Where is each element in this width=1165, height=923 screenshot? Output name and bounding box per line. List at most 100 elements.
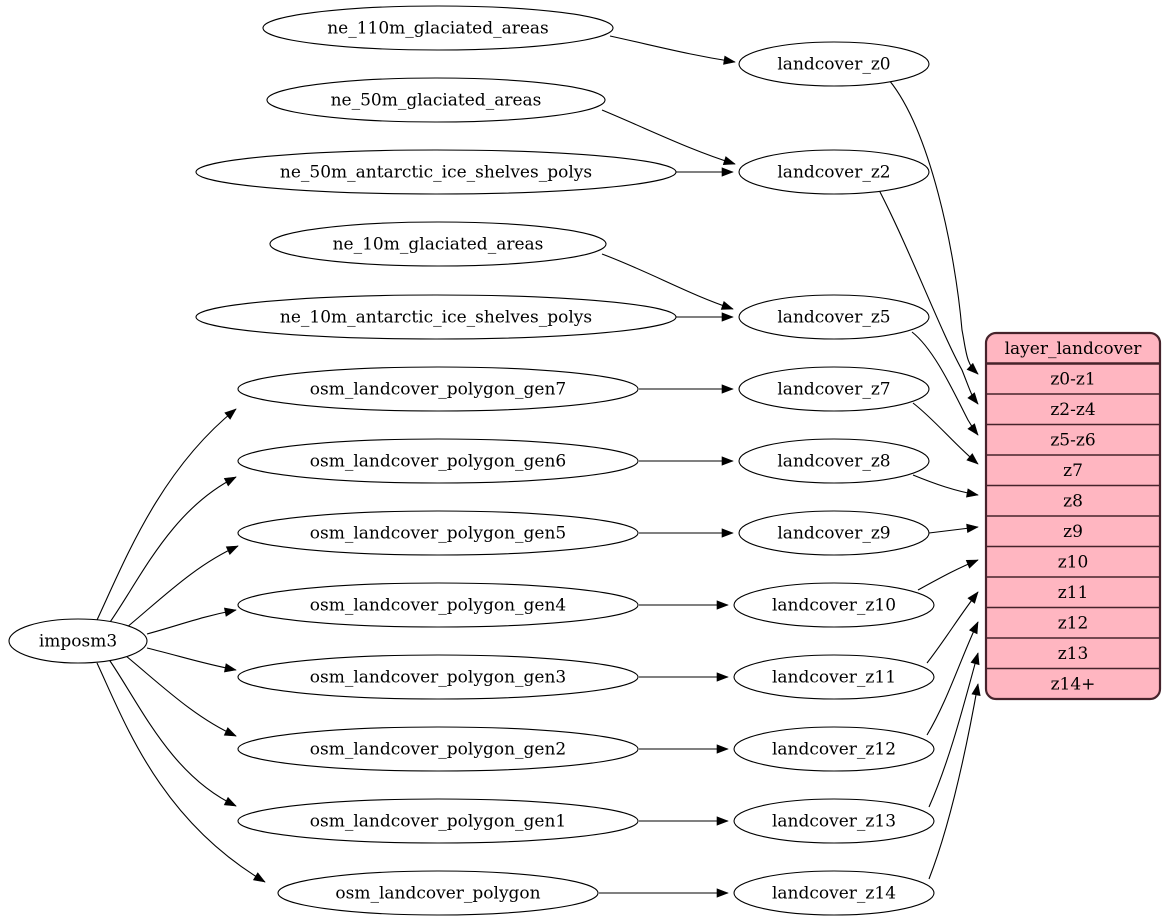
- node-label-ne_10m_glaciated_areas: ne_10m_glaciated_areas: [333, 235, 544, 255]
- node-shape-landcover_z5: [738, 294, 930, 340]
- node-shape-landcover_z12: [733, 726, 935, 772]
- node-label-landcover_z2: landcover_z2: [777, 163, 890, 183]
- edge-arrowhead: [224, 663, 237, 673]
- node-landcover_z5[interactable]: landcover_z5: [738, 294, 930, 340]
- edge-arrowhead: [252, 872, 266, 883]
- node-shape-landcover_z10: [733, 582, 935, 628]
- node-landcover_z8[interactable]: landcover_z8: [738, 438, 930, 484]
- edge-arrowhead: [716, 816, 729, 826]
- edge-path: [107, 657, 237, 807]
- edge-imposm3-to-osm_landcover_polygon_gen5: [125, 545, 239, 629]
- edge-path: [107, 476, 237, 626]
- layer-table-row-cell[interactable]: [986, 546, 1160, 578]
- node-ne_50m_glaciated_areas[interactable]: ne_50m_glaciated_areas: [266, 77, 606, 123]
- node-landcover_z7[interactable]: landcover_z7: [738, 366, 930, 412]
- node-shape-osm_landcover_polygon: [277, 870, 599, 916]
- edge-landcover_z7-to-row_z7: [912, 402, 979, 465]
- node-osm_landcover_polygon_gen1[interactable]: osm_landcover_polygon_gen1: [237, 798, 639, 844]
- node-ne_10m_antarctic_ice_shelves_polys[interactable]: ne_10m_antarctic_ice_shelves_polys: [195, 294, 677, 340]
- edge-arrowhead: [716, 600, 729, 610]
- node-shape-ne_50m_antarctic_ice_shelves_polys: [195, 149, 677, 195]
- node-label-landcover_z14: landcover_z14: [772, 884, 896, 904]
- node-osm_landcover_polygon_gen5[interactable]: osm_landcover_polygon_gen5: [237, 510, 639, 556]
- edge-arrowhead: [720, 301, 734, 310]
- node-landcover_z10[interactable]: landcover_z10: [733, 582, 935, 628]
- layer-table-row-cell[interactable]: [986, 455, 1160, 486]
- node-label-landcover_z9: landcover_z9: [777, 524, 890, 544]
- edge-ne_50m_glaciated_areas-to-landcover_z2: [601, 109, 736, 165]
- layer-table-row-cell[interactable]: [986, 363, 1160, 395]
- node-shape-osm_landcover_polygon_gen3: [237, 654, 639, 700]
- layer-table-row-cell[interactable]: [986, 638, 1160, 669]
- edge-arrowhead: [971, 683, 981, 696]
- edge-arrowhead: [223, 727, 237, 737]
- node-label-landcover_z12: landcover_z12: [772, 740, 896, 760]
- node-shape-osm_landcover_polygon_gen5: [237, 510, 639, 556]
- edge-imposm3-to-osm_landcover_polygon_gen1: [107, 657, 237, 807]
- layer-table-row-cell[interactable]: [986, 668, 1160, 700]
- node-label-osm_landcover_polygon_gen5: osm_landcover_polygon_gen5: [310, 524, 566, 544]
- edge-imposm3-to-osm_landcover_polygon: [96, 662, 266, 883]
- node-label-ne_10m_antarctic_ice_shelves_polys: ne_10m_antarctic_ice_shelves_polys: [280, 308, 592, 328]
- node-ne_50m_antarctic_ice_shelves_polys[interactable]: ne_50m_antarctic_ice_shelves_polys: [195, 149, 677, 195]
- layer-table-row-cell[interactable]: [986, 516, 1160, 547]
- edge-imposm3-to-osm_landcover_polygon_gen7: [96, 408, 237, 621]
- node-landcover_z14[interactable]: landcover_z14: [733, 870, 935, 916]
- node-ne_10m_glaciated_areas[interactable]: ne_10m_glaciated_areas: [269, 221, 607, 267]
- edge-landcover_z12-to-row_z12: [926, 621, 979, 736]
- node-landcover_z2[interactable]: landcover_z2: [738, 149, 930, 195]
- node-shape-imposm3: [8, 618, 148, 664]
- layer-table-row-cell[interactable]: [986, 577, 1160, 608]
- layer-table-row-label-z12: z12: [1058, 613, 1089, 633]
- node-label-osm_landcover_polygon_gen1: osm_landcover_polygon_gen1: [310, 812, 566, 832]
- node-label-osm_landcover_polygon_gen3: osm_landcover_polygon_gen3: [310, 668, 566, 688]
- layer-table-row-cell[interactable]: [986, 607, 1160, 639]
- node-landcover_z0[interactable]: landcover_z0: [738, 41, 930, 87]
- edge-path: [928, 683, 979, 880]
- edge-ne_50m_antarctic_ice_shelves_polys-to-landcover_z2: [676, 167, 734, 177]
- edge-path: [926, 591, 979, 664]
- edge-arrowhead: [721, 528, 734, 538]
- layer-table-row-cell[interactable]: [986, 485, 1160, 517]
- node-landcover_z9[interactable]: landcover_z9: [738, 510, 930, 556]
- edge-arrowhead: [967, 423, 979, 436]
- node-osm_landcover_polygon_gen4[interactable]: osm_landcover_polygon_gen4: [237, 582, 639, 628]
- node-shape-landcover_z9: [738, 510, 930, 556]
- edge-landcover_z9-to-row_z9: [928, 523, 979, 534]
- edge-landcover_z5-to-row_z5-z6: [911, 331, 979, 436]
- node-shape-ne_10m_glaciated_areas: [269, 221, 607, 267]
- nodes-layer: imposm3 ne_110m_glaciated_areas ne_50m_gla…: [8, 5, 935, 916]
- node-landcover_z13[interactable]: landcover_z13: [733, 798, 935, 844]
- edge-arrowhead: [967, 392, 979, 405]
- layer-table-header-label: layer_landcover: [1005, 339, 1143, 359]
- edge-imposm3-to-osm_landcover_polygon_gen2: [125, 655, 237, 737]
- node-osm_landcover_polygon[interactable]: osm_landcover_polygon: [277, 870, 599, 916]
- edge-ne_10m_antarctic_ice_shelves_polys-to-landcover_z5: [676, 312, 734, 322]
- edge-arrowhead: [970, 652, 980, 666]
- node-label-landcover_z7: landcover_z7: [777, 380, 890, 400]
- node-osm_landcover_polygon_gen2[interactable]: osm_landcover_polygon_gen2: [237, 726, 639, 772]
- edge-arrowhead: [966, 523, 979, 533]
- node-landcover_z11[interactable]: landcover_z11: [733, 654, 935, 700]
- edge-osm_landcover_polygon_gen4-to-landcover_z10: [639, 600, 729, 610]
- node-osm_landcover_polygon_gen7[interactable]: osm_landcover_polygon_gen7: [237, 366, 639, 412]
- node-landcover_z12[interactable]: landcover_z12: [733, 726, 935, 772]
- edge-landcover_z0-to-row_z0-z1: [888, 79, 979, 375]
- node-shape-landcover_z7: [738, 366, 930, 412]
- layer-table-row-cell[interactable]: [986, 394, 1160, 425]
- layer-table-row-label-z9: z9: [1063, 522, 1083, 542]
- node-osm_landcover_polygon_gen3[interactable]: osm_landcover_polygon_gen3: [237, 654, 639, 700]
- edge-arrowhead: [224, 607, 237, 617]
- node-label-landcover_z10: landcover_z10: [772, 596, 896, 616]
- layer-table-row-label-z14+: z14+: [1051, 674, 1096, 694]
- edge-path: [125, 545, 239, 629]
- node-osm_landcover_polygon_gen6[interactable]: osm_landcover_polygon_gen6: [237, 438, 639, 484]
- edge-arrowhead: [721, 456, 734, 466]
- node-label-osm_landcover_polygon_gen7: osm_landcover_polygon_gen7: [310, 380, 566, 400]
- edge-path: [146, 647, 237, 671]
- layer-table-row-cell[interactable]: [986, 424, 1160, 456]
- edge-arrowhead: [721, 384, 734, 394]
- node-imposm3[interactable]: imposm3: [8, 618, 148, 664]
- node-ne_110m_glaciated_areas[interactable]: ne_110m_glaciated_areas: [262, 5, 614, 51]
